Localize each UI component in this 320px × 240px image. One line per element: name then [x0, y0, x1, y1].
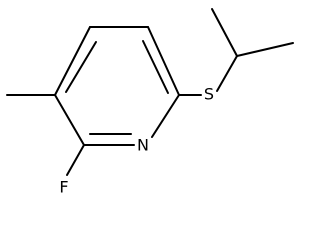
bond-c5-c6	[147, 26, 180, 96]
bond-s-ch	[216, 55, 238, 92]
sulfur-label: S	[204, 85, 214, 104]
bond-c5-c6-inner	[142, 40, 169, 94]
bond-c3-c4-inner	[65, 41, 97, 93]
molecule-svg: N F S	[6, 8, 294, 197]
bond-c6-n	[151, 94, 180, 138]
bond-ch-methyl-a	[211, 8, 238, 57]
bond-ch-methyl-b	[236, 42, 294, 57]
fluorine-label: F	[59, 178, 68, 197]
molecule-structure: N F S	[6, 8, 294, 197]
bond-c2-c3	[54, 94, 85, 146]
bond-c2-f	[66, 144, 85, 176]
nitrogen-label: N	[137, 136, 149, 155]
bond-c3-c4	[54, 26, 91, 96]
